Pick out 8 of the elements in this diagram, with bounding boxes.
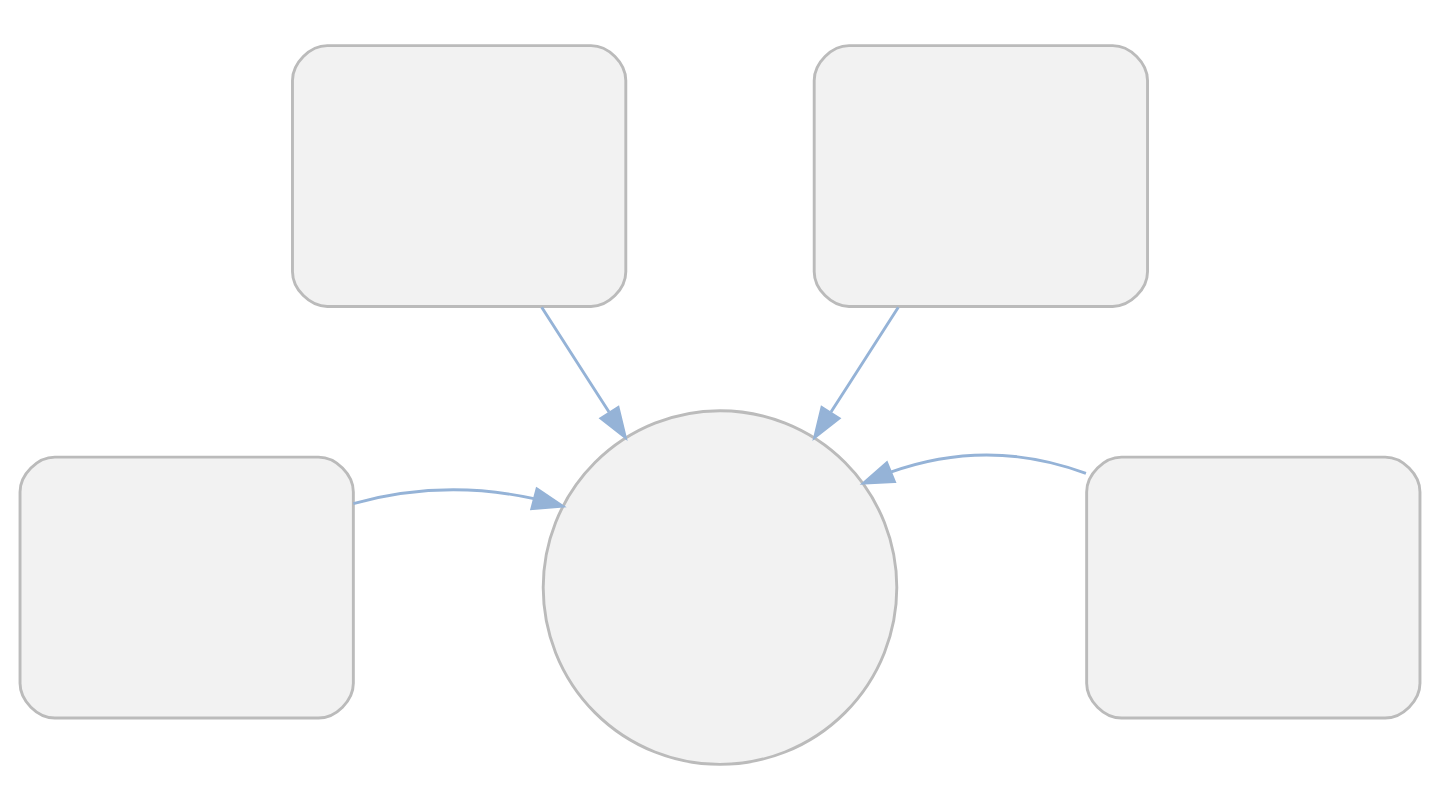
node-box	[291, 44, 628, 308]
node-box	[18, 455, 355, 720]
arrow	[540, 306, 628, 442]
arrow	[353, 486, 567, 511]
arrow	[859, 453, 1087, 485]
arrow	[812, 306, 900, 442]
node-box	[812, 44, 1149, 308]
node-box	[1085, 455, 1422, 720]
